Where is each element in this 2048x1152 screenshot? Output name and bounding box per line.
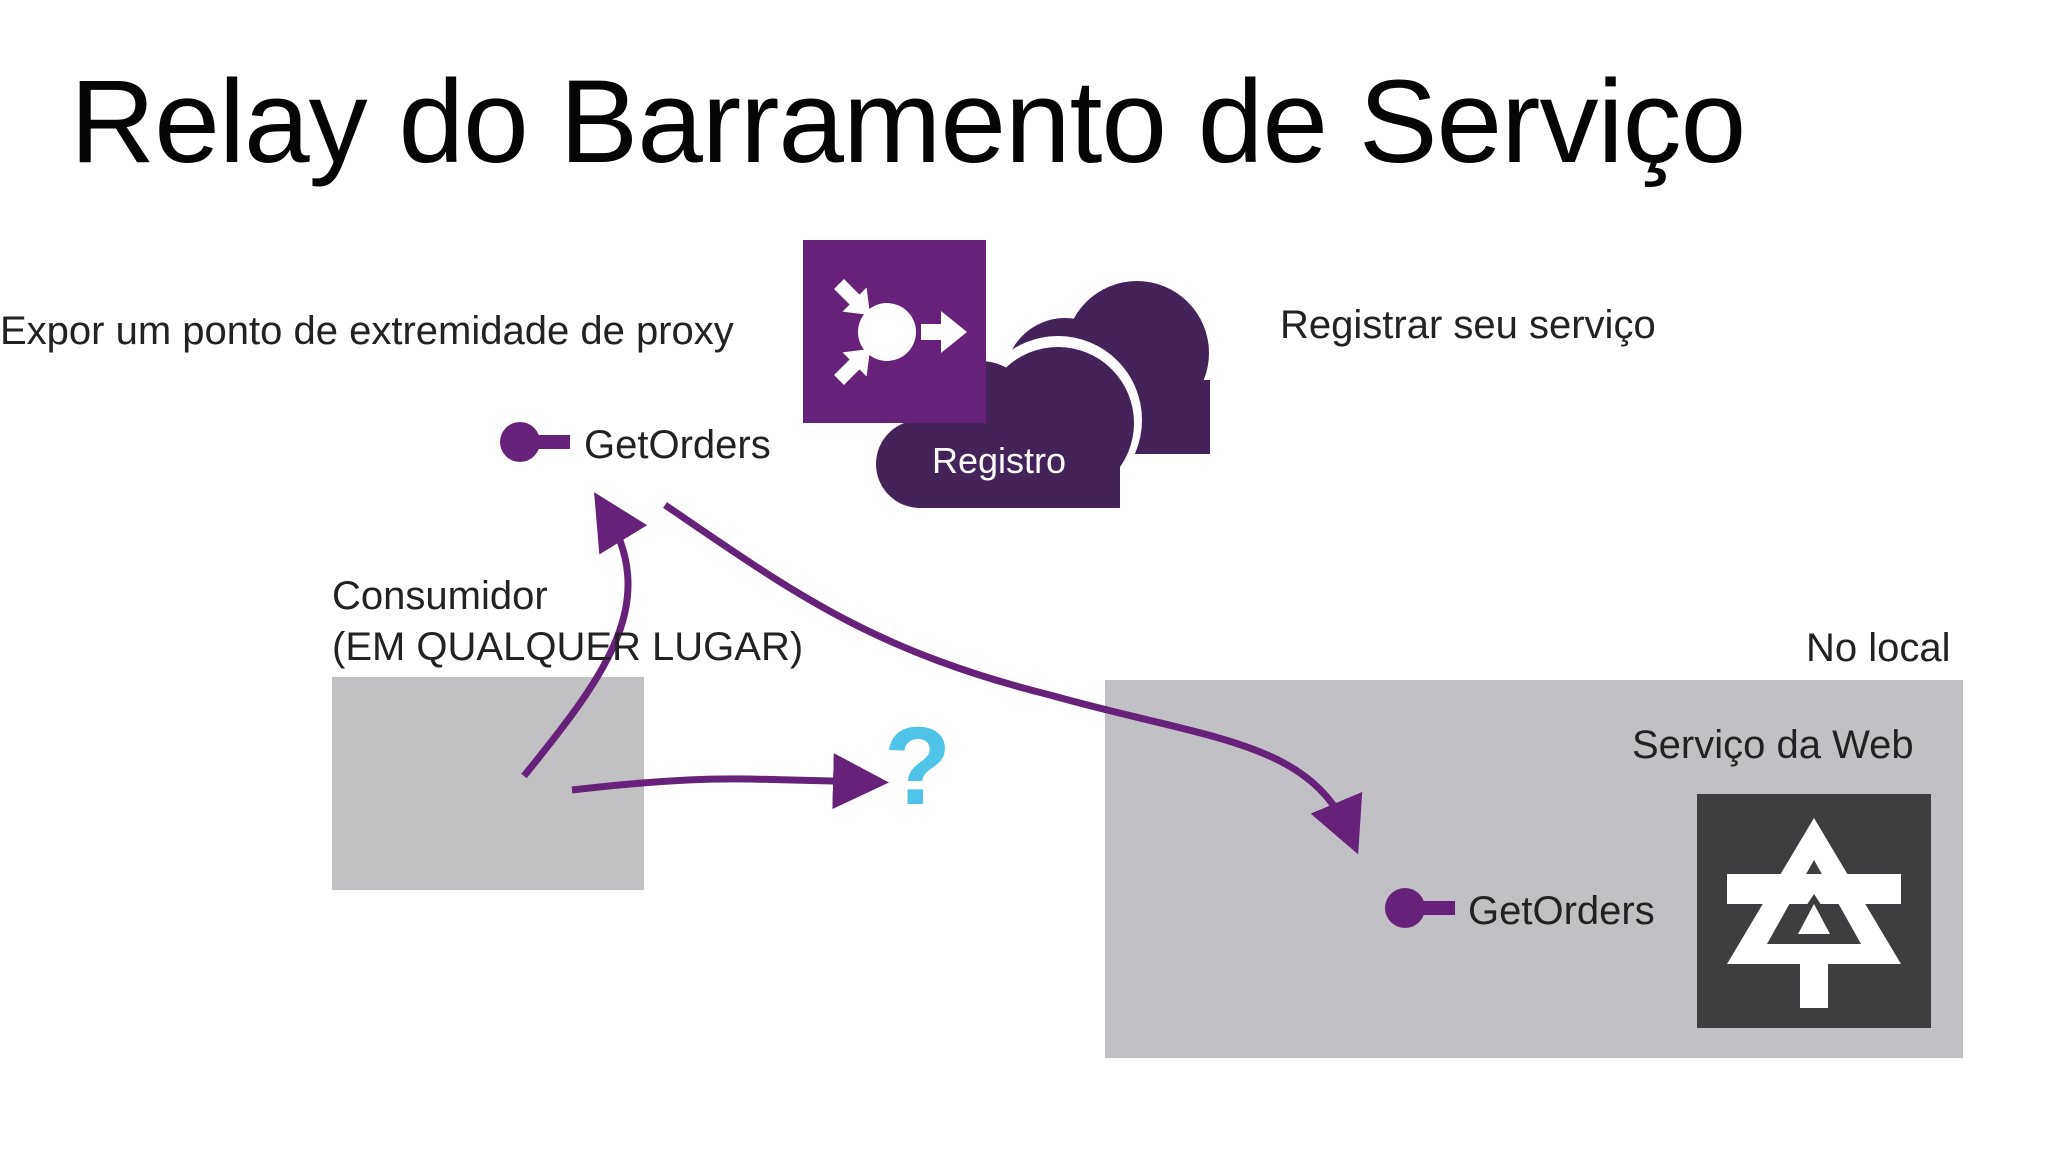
consumer-title: Consumidor — [332, 574, 548, 618]
endpoint-icon — [500, 422, 570, 462]
consumer-to-unknown-arrow — [571, 753, 889, 810]
expose-proxy-label: Expor um ponto de extremidade de proxy — [0, 309, 734, 353]
endpoint-bottom-label: GetOrders — [1468, 889, 1655, 933]
relay-icon — [834, 279, 967, 385]
relay-icon-box — [803, 240, 986, 423]
register-service-label: Registrar seu serviço — [1280, 303, 1656, 347]
consumer-box — [332, 677, 644, 890]
web-service-label: Serviço da Web — [1632, 723, 1914, 767]
consumer-subtitle: (EM QUALQUER LUGAR) — [332, 625, 804, 669]
web-service-icon — [1727, 818, 1901, 1008]
web-service-icon-box — [1697, 794, 1931, 1028]
registry-label: Registro — [932, 440, 1067, 481]
proxy-to-service-arrow — [663, 502, 1363, 855]
on-premises-label: No local — [1806, 626, 1951, 670]
consumer-to-proxy-arrow — [521, 492, 648, 779]
endpoint-icon — [1385, 888, 1455, 928]
endpoint-top-label: GetOrders — [584, 423, 771, 467]
page-title: Relay do Barramento de Serviço — [70, 56, 1746, 188]
question-mark: ? — [884, 705, 952, 828]
